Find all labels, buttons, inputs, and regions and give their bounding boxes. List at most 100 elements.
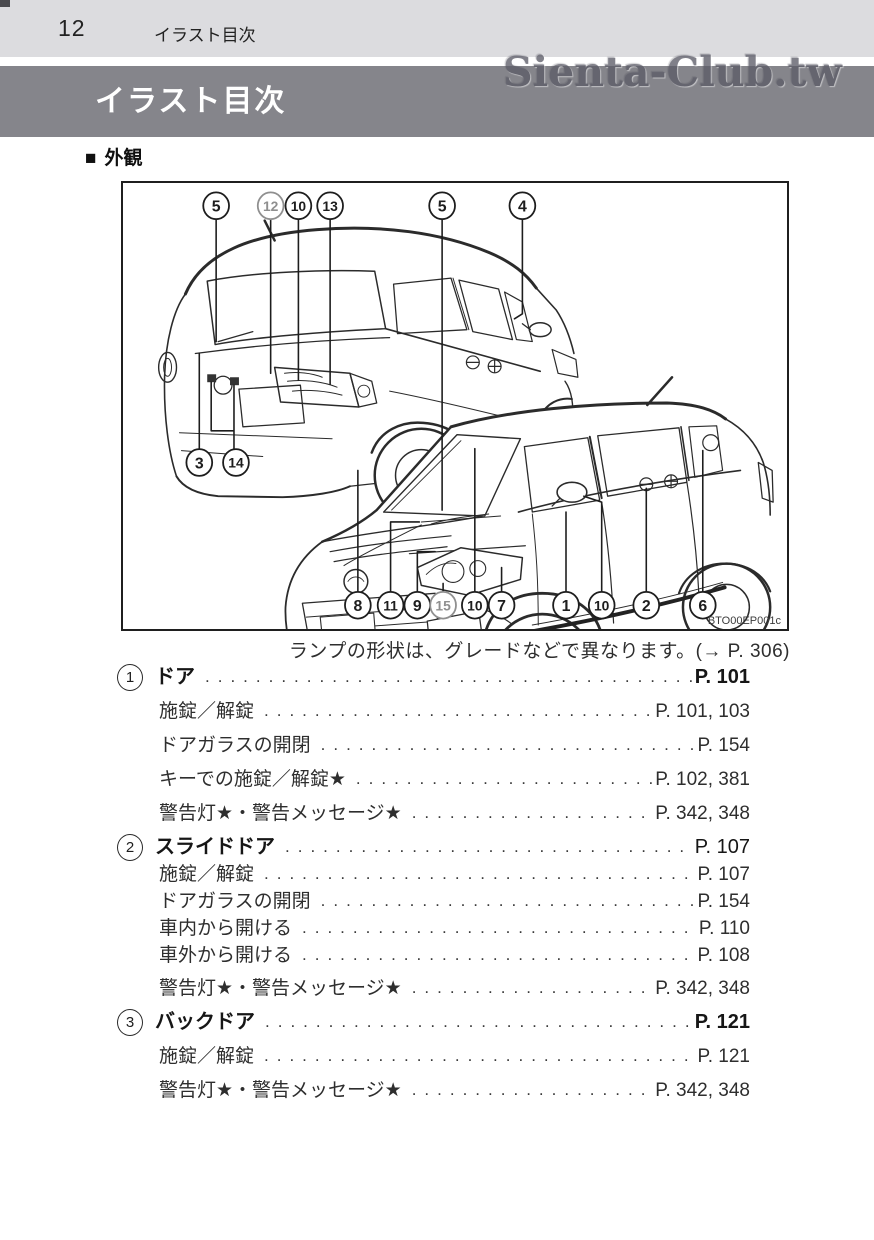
toc-item-number-badge: 1 [117, 664, 143, 691]
toc-sub-page: P. 101, 103 [655, 701, 750, 722]
toc-sub-label: ドアガラスの開閉 [159, 891, 311, 912]
callout-number-15: 15 [435, 597, 451, 613]
callout-number-1: 1 [562, 598, 571, 615]
toc-item-number-badge: 3 [117, 1009, 143, 1036]
page-number: 12 [58, 15, 86, 41]
figure-code: BTO00EP001c [707, 615, 781, 627]
toc-sub-item: 警告灯★・警告メッセージ★...........................… [117, 1077, 750, 1104]
toc-sub-label: 車外から開ける [159, 945, 293, 966]
callout-circle-10 [587, 590, 616, 620]
toc-sub-page: P. 110 [698, 918, 750, 939]
toc-sub-item: キーでの施錠／解錠★..............................… [117, 766, 750, 793]
toc-item-label: バックドア [155, 1011, 255, 1033]
dot-leader: ........................................… [264, 1046, 696, 1065]
callout-circle-1 [552, 590, 580, 620]
toc-sub-page: P. 342, 348 [655, 803, 750, 824]
toc-sub-label: 警告灯★・警告メッセージ★ [159, 978, 402, 999]
dot-leader: ........................................… [320, 891, 696, 910]
toc-sub-page: P. 154 [697, 735, 750, 756]
callout-number-9: 9 [413, 598, 422, 615]
dot-leader: ........................................… [205, 667, 693, 686]
dot-leader: ........................................… [285, 837, 693, 856]
callout-number-10: 10 [291, 198, 307, 214]
toc-sub-item: 警告灯★・警告メッセージ★...........................… [117, 800, 750, 827]
toc-sub-item: 車外から開ける.................................… [117, 942, 750, 969]
toc-sub-label: 施錠／解錠 [159, 1046, 255, 1067]
toc-sub-label: 警告灯★・警告メッセージ★ [159, 1080, 402, 1101]
dot-leader: ........................................… [411, 1080, 654, 1099]
dot-leader: ........................................… [264, 864, 696, 883]
watermark-text: Sienta-Club.tw [503, 48, 842, 96]
callout-circle-10 [461, 590, 489, 620]
toc-sub-item: 施錠／解錠...................................… [117, 861, 750, 888]
callout-circle-5 [202, 191, 230, 221]
callout-circle-3 [185, 448, 214, 477]
toc-sub-label: 施錠／解錠 [159, 701, 255, 722]
dot-leader: ........................................… [355, 769, 653, 788]
callout-circle-13 [316, 191, 344, 221]
callout-circle-8 [344, 590, 372, 620]
callout-circle-14 [222, 448, 250, 477]
toc-sub-label: 車内から開ける [159, 918, 293, 939]
callout-number-5: 5 [438, 199, 447, 216]
toc-sub-item: ドアガラスの開閉................................… [117, 732, 750, 759]
dot-leader: ........................................… [411, 978, 654, 997]
callout-number-10: 10 [594, 597, 610, 613]
toc-item-number-badge: 2 [117, 834, 143, 861]
chapter-banner-title: イラスト目次 [95, 85, 287, 118]
callout-number-14: 14 [228, 455, 244, 471]
leader-lines [198, 217, 704, 594]
callout-number-8: 8 [353, 598, 362, 615]
callout-number-7: 7 [497, 598, 506, 615]
callout-number-13: 13 [322, 198, 338, 214]
callout-circle-12 [256, 191, 285, 221]
callout-number-10: 10 [467, 597, 483, 613]
chapter-banner: イラスト目次 [0, 66, 874, 137]
running-header-title: イラスト目次 [154, 26, 256, 45]
callout-circle-15 [429, 590, 457, 620]
section-heading-label: 外観 [104, 148, 143, 169]
toc-item-page: P. 101 [694, 666, 750, 688]
callout-circle-5 [428, 191, 456, 221]
callout-circle-2 [632, 590, 661, 620]
toc-main-item-3: 3 バックドア..................................… [117, 1009, 750, 1036]
callout-number-11: 11 [383, 597, 398, 613]
callout-number-4: 4 [518, 199, 527, 216]
toc-sub-page: P. 342, 348 [655, 1080, 750, 1101]
callout-number-3: 3 [195, 455, 204, 472]
dot-leader: ........................................… [411, 803, 654, 822]
corner-notch [0, 0, 10, 7]
toc-sub-item: 施錠／解錠...................................… [117, 1043, 750, 1070]
toc-item-page: P. 121 [694, 1011, 750, 1033]
dot-leader: ........................................… [265, 1012, 693, 1031]
callout-circle-7 [487, 590, 516, 620]
square-bullet-icon: ■ [85, 148, 97, 169]
toc-sub-page: P. 102, 381 [655, 769, 750, 790]
toc-sub-label: 施錠／解錠 [159, 864, 255, 885]
callout-circle-11 [376, 590, 405, 620]
dot-leader: ........................................… [320, 735, 696, 754]
toc-sub-page: P. 107 [697, 864, 750, 885]
toc-sub-item: 施錠／解錠...................................… [117, 698, 750, 725]
toc-sub-label: 警告灯★・警告メッセージ★ [159, 803, 402, 824]
toc-sub-page: P. 154 [697, 891, 750, 912]
toc-sub-item: ドアガラスの開閉................................… [117, 888, 750, 915]
dot-leader: ........................................… [302, 918, 697, 937]
toc-sub-page: P. 121 [697, 1046, 750, 1067]
toc-sub-label: キーでの施錠／解錠★ [159, 769, 346, 790]
callout-number-12: 12 [263, 198, 279, 214]
toc-item-page: P. 107 [694, 836, 750, 858]
callout-number-5: 5 [212, 199, 221, 216]
dot-leader: ........................................… [302, 945, 696, 964]
callout-circle-10 [284, 191, 313, 221]
section-heading: ■ 外観 [85, 143, 143, 170]
toc-sub-item: 車内から開ける.................................… [117, 915, 750, 942]
callout-number-2: 2 [642, 598, 651, 615]
